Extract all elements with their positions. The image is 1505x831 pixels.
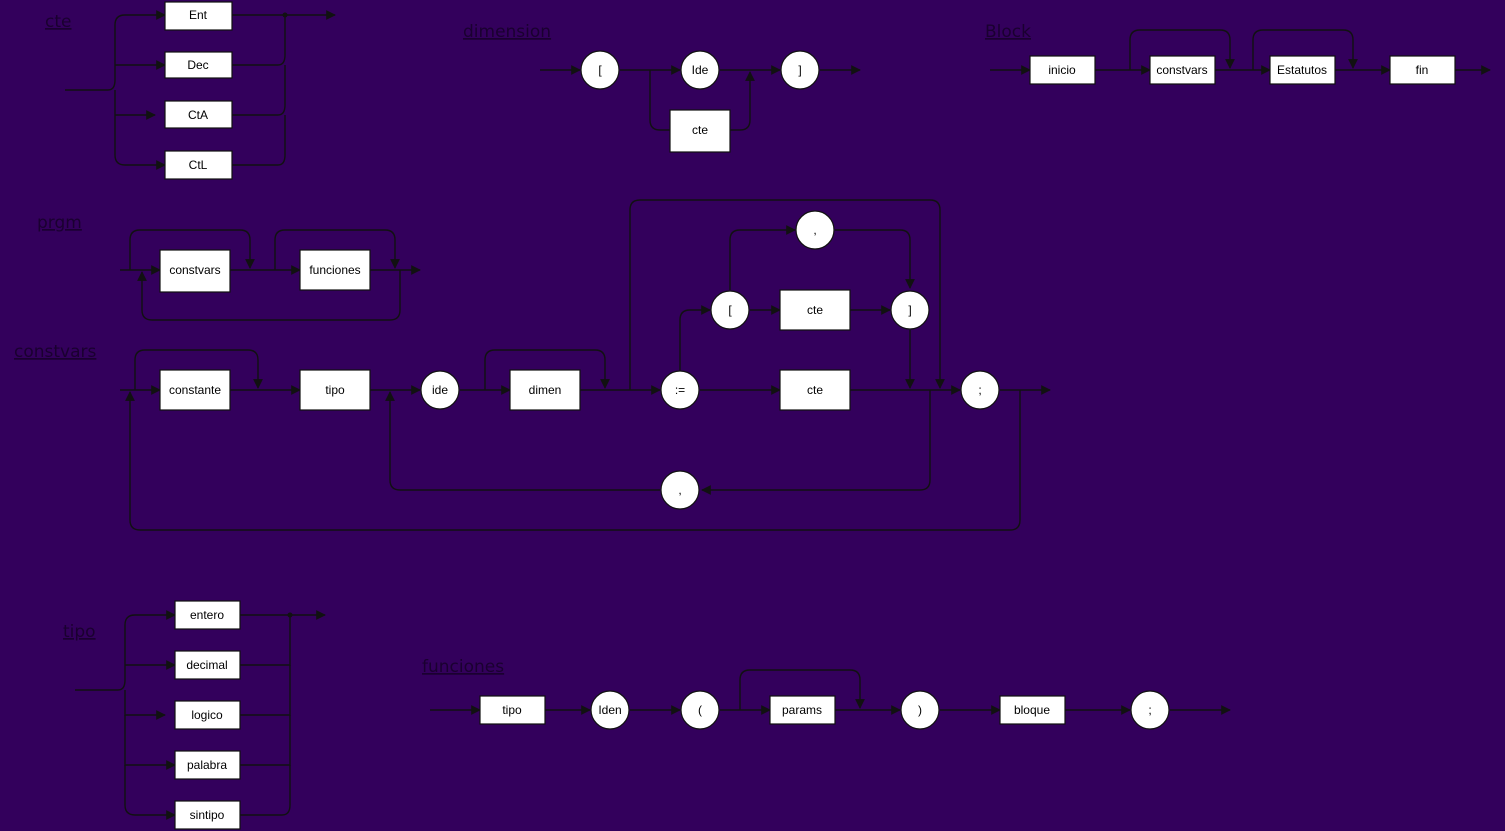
svg-text:inicio: inicio [1048, 63, 1076, 77]
node-f-bloque: bloque [999, 695, 1066, 725]
node-decimal: decimal [174, 650, 241, 680]
svg-text:sintipo: sintipo [190, 808, 225, 822]
diagram-tipo: tipo entero decimal logico palabra [63, 600, 326, 830]
diagram-title-dimension: dimension [463, 22, 551, 42]
node-lbracket: [ [580, 50, 620, 90]
svg-text:]: ] [908, 303, 911, 317]
diagram-dimension: dimension [ Ide ] cte [463, 22, 861, 153]
svg-text:params: params [782, 703, 822, 717]
node-prgm-constvars: constvars [159, 249, 231, 293]
svg-text:Ide: Ide [692, 63, 709, 77]
node-prgm-funciones: funciones [299, 249, 371, 291]
diagram-title-cte: cte [45, 12, 71, 32]
svg-text:): ) [918, 703, 922, 717]
node-f-semicolon: ; [1130, 690, 1170, 730]
svg-text:fin: fin [1416, 63, 1429, 77]
node-f-tipo: tipo [479, 695, 546, 725]
node-semicolon: ; [960, 370, 1000, 410]
svg-text:[: [ [598, 63, 602, 77]
svg-text:;: ; [978, 383, 981, 397]
node-f-lparen: ( [680, 690, 720, 730]
node-cta: CtA [164, 100, 233, 129]
svg-text:funciones: funciones [309, 263, 360, 277]
diagram-title-constvars: constvars [14, 342, 97, 362]
node-comma-loop: , [660, 470, 700, 510]
diagram-constvars: constvars constante [14, 199, 1051, 531]
node-lbracket-arr: [ [710, 290, 750, 330]
diagram-prgm: prgm constvars funciones [37, 213, 421, 321]
node-fin: fin [1389, 55, 1456, 85]
svg-text:bloque: bloque [1014, 703, 1050, 717]
node-assign: := [660, 370, 700, 410]
svg-text:,: , [678, 483, 681, 497]
svg-text:Ent: Ent [189, 8, 208, 22]
svg-text:(: ( [698, 703, 702, 717]
diagram-block: Block inicio constvars Estatutos fin [985, 22, 1491, 85]
node-cte-main: cte [779, 369, 851, 411]
node-inicio: inicio [1029, 55, 1096, 85]
node-constante: constante [159, 369, 231, 411]
node-logico: logico [174, 700, 241, 730]
node-rbracket-arr: ] [890, 290, 930, 330]
node-dimen: dimen [509, 369, 581, 411]
node-f-iden: Iden [590, 690, 630, 730]
svg-text:cte: cte [807, 383, 823, 397]
svg-text:tipo: tipo [502, 703, 522, 717]
svg-text:ide: ide [432, 383, 448, 397]
node-entero: entero [174, 600, 241, 630]
svg-text:CtA: CtA [188, 108, 208, 122]
node-constvars: constvars [1149, 55, 1216, 85]
diagram-cte: cte Ent Dec CtA CtL [45, 1, 336, 180]
svg-text:constante: constante [169, 383, 221, 397]
diagram-title-funciones: funciones [422, 657, 504, 677]
svg-text:,: , [813, 223, 816, 237]
node-f-params: params [769, 695, 836, 725]
node-ide: ide [420, 370, 460, 410]
node-ent: Ent [164, 1, 233, 31]
node-ide: Ide [680, 50, 720, 90]
svg-text:Dec: Dec [187, 58, 208, 72]
svg-text:palabra: palabra [187, 758, 227, 772]
svg-text:dimen: dimen [529, 383, 562, 397]
svg-text:Iden: Iden [598, 703, 621, 717]
svg-text:constvars: constvars [169, 263, 220, 277]
svg-text:;: ; [1148, 703, 1151, 717]
svg-text:decimal: decimal [186, 658, 227, 672]
svg-text::=: := [675, 383, 685, 397]
node-palabra: palabra [174, 750, 241, 780]
node-dec: Dec [164, 51, 233, 79]
svg-text:logico: logico [191, 708, 223, 722]
diagram-title-block: Block [985, 22, 1031, 42]
node-estatutos: Estatutos [1269, 55, 1336, 85]
svg-text:Estatutos: Estatutos [1277, 63, 1327, 77]
svg-text:constvars: constvars [1156, 63, 1207, 77]
node-ctl: CtL [164, 150, 233, 180]
node-comma-arr: , [795, 210, 835, 250]
node-rbracket: ] [780, 50, 820, 90]
svg-text:]: ] [798, 63, 801, 77]
diagram-title-prgm: prgm [37, 213, 82, 233]
node-cte-arr: cte [779, 289, 851, 331]
node-f-rparen: ) [900, 690, 940, 730]
svg-text:CtL: CtL [189, 158, 208, 172]
svg-text:[: [ [728, 303, 732, 317]
node-sintipo: sintipo [174, 800, 241, 830]
svg-text:entero: entero [190, 608, 224, 622]
svg-text:cte: cte [692, 123, 708, 137]
node-cte: cte [669, 109, 731, 153]
svg-text:cte: cte [807, 303, 823, 317]
diagram-funciones: funciones tipo Iden ( params ) [422, 657, 1231, 730]
diagram-title-tipo: tipo [63, 622, 96, 642]
svg-text:tipo: tipo [325, 383, 345, 397]
node-tipo: tipo [299, 369, 371, 411]
